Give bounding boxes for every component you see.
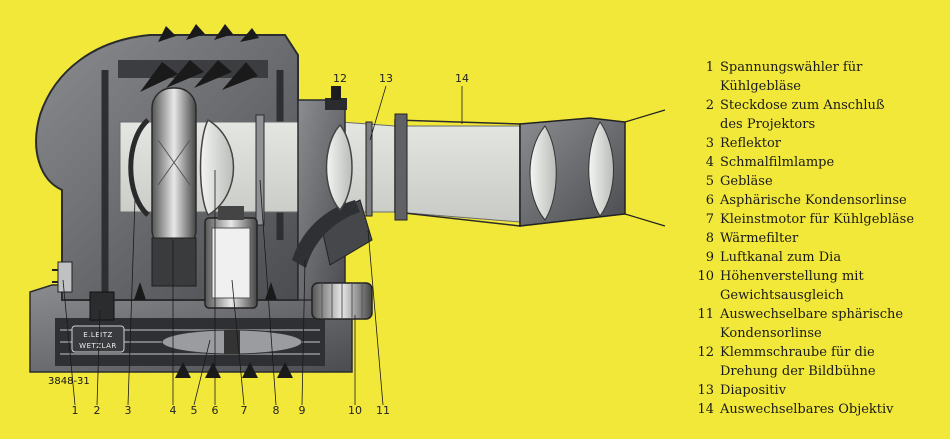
callout-number-10: 10 bbox=[348, 404, 362, 417]
legend-item: 6 Asphärische Kondensorlinse bbox=[694, 191, 944, 210]
height-adjustment-knob bbox=[311, 282, 373, 320]
legend-text: Steckdose zum Anschluß des Projektors bbox=[720, 98, 885, 132]
legend-number: 9 bbox=[705, 250, 714, 265]
legend-number: 12 bbox=[697, 345, 714, 360]
badge-text-top: E.LEITZ bbox=[83, 331, 113, 339]
legend-text: Schmalfilmlampe bbox=[720, 155, 835, 170]
callout-number-14: 14 bbox=[455, 72, 469, 85]
legend-number: 11 bbox=[697, 307, 714, 322]
power-socket bbox=[89, 291, 115, 321]
legend-item: 7 Kleinstmotor für Kühlgebläse bbox=[694, 210, 944, 229]
callout-number-9: 9 bbox=[299, 404, 306, 417]
blower-fan bbox=[161, 329, 303, 355]
legend-item: 5 Gebläse bbox=[694, 172, 944, 191]
legend-number: 10 bbox=[697, 269, 714, 284]
leader-line-1 bbox=[62, 279, 76, 406]
legend-item: 8 Wärmefilter bbox=[694, 229, 944, 248]
legend-text: Höhenverstellung mit Gewichtsausgleich bbox=[720, 269, 864, 303]
leader-line-5 bbox=[193, 339, 211, 406]
legend-list: 1 Spannungswähler für Kühlgebläse 2 Steckdo… bbox=[694, 58, 944, 419]
legend-number: 5 bbox=[705, 174, 714, 189]
film-lamp bbox=[151, 87, 197, 287]
legend-text: Auswechselbare sphärische Kondensorlinse bbox=[720, 307, 904, 341]
legend-text: Wärmefilter bbox=[720, 231, 799, 246]
callout-number-1: 1 bbox=[72, 404, 79, 417]
legend-text: Reflektor bbox=[720, 136, 781, 151]
serial-number: 3848-31 bbox=[48, 376, 90, 387]
reflector bbox=[128, 118, 150, 217]
leader-line-3 bbox=[127, 199, 136, 406]
legend-text: Kleinstmotor für Kühlgebläse bbox=[720, 212, 915, 227]
leader-line-9 bbox=[301, 259, 306, 406]
legend-text: Auswechselbares Objektiv bbox=[720, 402, 894, 417]
callout-number-4: 4 bbox=[170, 404, 177, 417]
legend-item: 11 Auswechselbare sphärische Kondensorlin… bbox=[694, 305, 944, 343]
legend-number: 1 bbox=[705, 60, 714, 75]
legend-number: 14 bbox=[697, 402, 714, 417]
legend-text: Klemmschraube für die Drehung der Bildbü… bbox=[720, 345, 876, 379]
voltage-selector bbox=[52, 261, 73, 293]
legend-number: 6 bbox=[705, 193, 714, 208]
legend-number: 8 bbox=[705, 231, 714, 246]
legend-number: 4 bbox=[705, 155, 714, 170]
callout-number-8: 8 bbox=[273, 404, 280, 417]
heat-filter bbox=[255, 114, 265, 226]
legend-number: 3 bbox=[705, 136, 714, 151]
aspheric-condenser-lens bbox=[199, 118, 235, 217]
legend-text: Asphärische Kondensorlinse bbox=[720, 193, 907, 208]
callout-number-11: 11 bbox=[376, 404, 390, 417]
legend-item: 10 Höhenverstellung mit Gewichtsausgleich bbox=[694, 267, 944, 305]
legend-text: Diapositiv bbox=[720, 383, 787, 398]
legend-text: Spannungswähler für Kühlgebläse bbox=[720, 60, 863, 94]
legend-item: 2 Steckdose zum Anschluß des Projektors bbox=[694, 96, 944, 134]
exhaust-arrows bbox=[140, 24, 259, 92]
legend-item: 3 Reflektor bbox=[694, 134, 944, 153]
projection-objective bbox=[394, 109, 666, 227]
legend-item: 4 Schmalfilmlampe bbox=[694, 153, 944, 172]
leader-line-7 bbox=[231, 279, 245, 406]
callout-number-5: 5 bbox=[191, 404, 198, 417]
leader-line-11 bbox=[367, 229, 384, 406]
leader-line-2 bbox=[96, 309, 101, 406]
legend-item: 12 Klemmschraube für die Drehung der Bild… bbox=[694, 343, 944, 381]
legend-item: 1 Spannungswähler für Kühlgebläse bbox=[694, 58, 944, 96]
callout-number-12: 12 bbox=[333, 72, 347, 85]
callout-leader-lines bbox=[62, 85, 463, 406]
callout-number-2: 2 bbox=[94, 404, 101, 417]
legend-item: 14 Auswechselbares Objektiv bbox=[694, 400, 944, 419]
badge-text-bottom: WETZLAR bbox=[79, 342, 117, 350]
legend-number: 7 bbox=[705, 212, 714, 227]
air-duct bbox=[292, 200, 360, 268]
leader-line-8 bbox=[259, 179, 277, 406]
legend-item: 13 Diapositiv bbox=[694, 381, 944, 400]
callout-number-13: 13 bbox=[379, 72, 393, 85]
intake-arrows bbox=[134, 282, 293, 378]
leader-line-13 bbox=[369, 85, 387, 141]
legend-number: 13 bbox=[697, 383, 714, 398]
legend-number: 2 bbox=[705, 98, 714, 113]
legend-item: 9 Luftkanal zum Dia bbox=[694, 248, 944, 267]
callout-number-3: 3 bbox=[125, 404, 132, 417]
legend-text: Gebläse bbox=[720, 174, 773, 189]
leitz-badge: E.LEITZ WETZLAR bbox=[71, 325, 125, 353]
callout-number-7: 7 bbox=[241, 404, 248, 417]
callout-number-6: 6 bbox=[212, 404, 219, 417]
spherical-condenser-lens bbox=[325, 123, 353, 212]
legend-text: Luftkanal zum Dia bbox=[720, 250, 842, 265]
leader-line-12 bbox=[336, 85, 341, 101]
slide bbox=[365, 121, 373, 217]
cooling-fan-motor bbox=[204, 206, 258, 309]
